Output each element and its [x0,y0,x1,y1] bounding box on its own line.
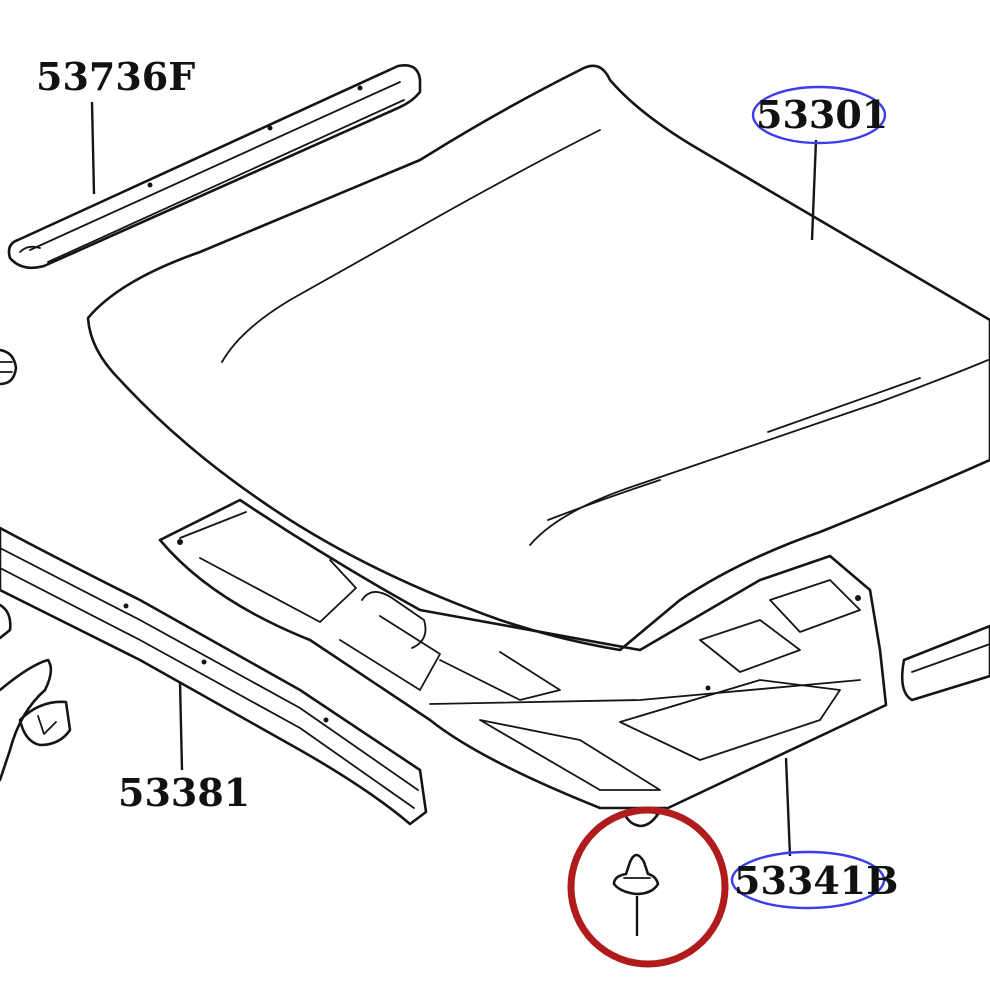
rail-right-part [900,624,990,702]
hood-label-highlight [751,85,887,145]
label-53301[interactable]: 53301 [756,92,888,137]
label-53736F[interactable]: 53736F [36,54,195,99]
hood-part[interactable] [86,64,990,652]
label-53341B[interactable]: 53341B [734,858,898,903]
left-edge-parts [0,348,72,782]
seal-left-part[interactable] [0,526,428,826]
hood-clip-part[interactable] [612,808,660,936]
rail-top-part[interactable] [7,64,422,270]
hood-inner-frame [158,498,888,810]
insulator-label-highlight [730,850,886,910]
label-53381[interactable]: 53381 [118,770,250,815]
marker-circle [567,806,729,968]
leader-lines [90,101,818,857]
